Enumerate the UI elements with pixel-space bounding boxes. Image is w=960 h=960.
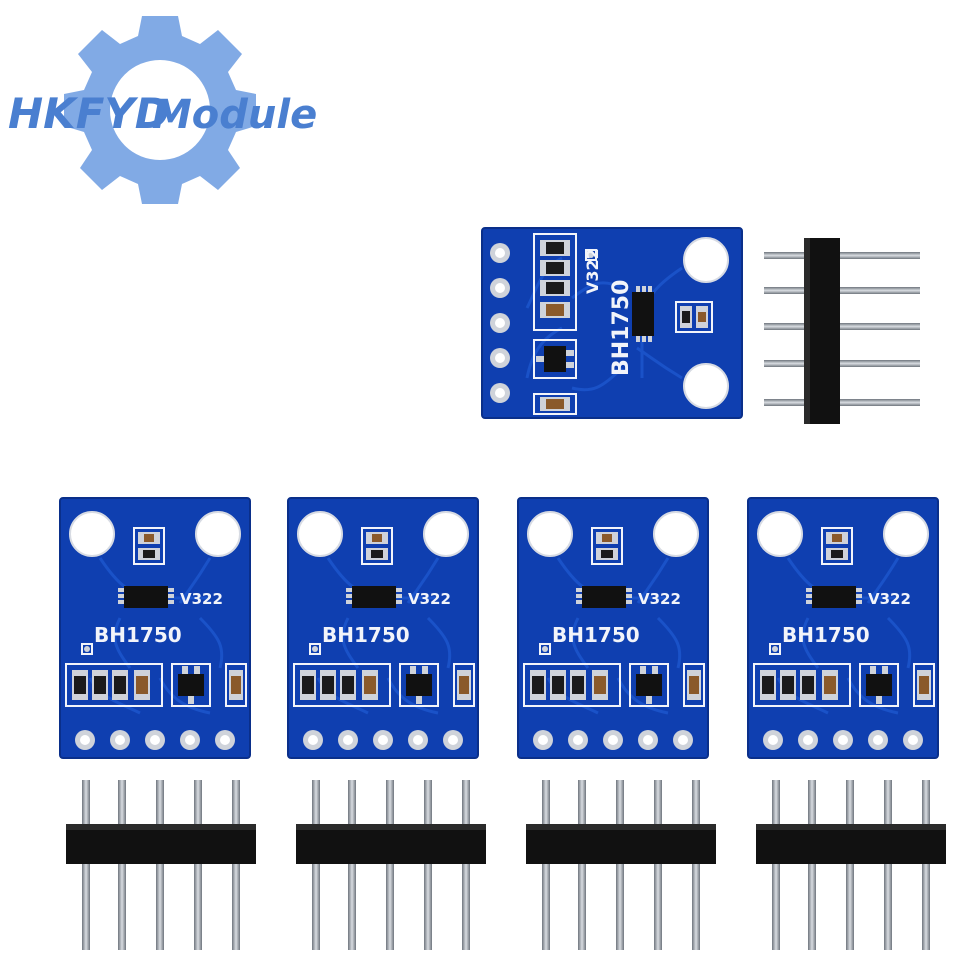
board-2: BH1750 V322 bbox=[286, 496, 480, 760]
brand-logo: HKFYD Module bbox=[8, 16, 317, 204]
board-top-chip-label: BH1750 bbox=[609, 280, 634, 376]
board-1: BH1750 V322 bbox=[58, 496, 252, 760]
brand-name: HKFYD bbox=[8, 89, 170, 138]
board-2-regulator-label: V322 bbox=[408, 590, 451, 608]
board-2-chip-label: BH1750 bbox=[322, 623, 410, 647]
board-1-regulator-label: V322 bbox=[180, 590, 223, 608]
board-4: BH1750 V322 bbox=[746, 496, 940, 760]
header-1 bbox=[66, 780, 256, 950]
board-top-regulator-label: V322 bbox=[583, 248, 602, 294]
board-3: BH1750 V322 bbox=[516, 496, 710, 760]
board-1-chip-label: BH1750 bbox=[94, 623, 182, 647]
gear-icon bbox=[64, 16, 256, 204]
board-4-chip-label: BH1750 bbox=[782, 623, 870, 647]
header-3 bbox=[526, 780, 716, 950]
board-4-regulator-label: V322 bbox=[868, 590, 911, 608]
board-3-chip-label: BH1750 bbox=[552, 623, 640, 647]
board-3-regulator-label: V322 bbox=[638, 590, 681, 608]
brand-suffix: Module bbox=[152, 92, 317, 138]
header-2 bbox=[296, 780, 486, 950]
header-top bbox=[764, 238, 920, 424]
header-4 bbox=[756, 780, 946, 950]
